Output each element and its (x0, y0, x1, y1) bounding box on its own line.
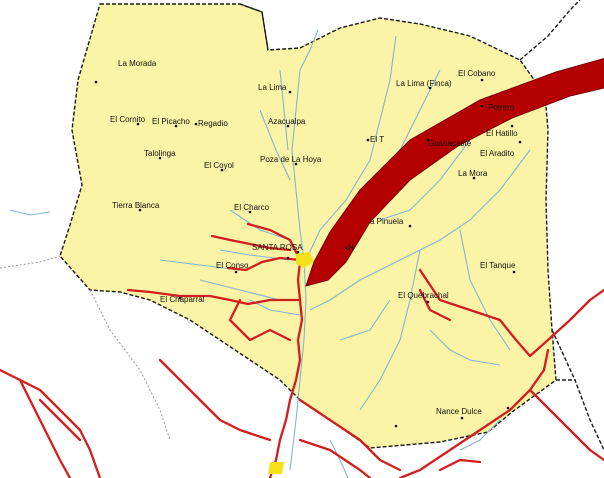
el-picacho-marker (174, 124, 178, 128)
guanacaste-marker (426, 138, 430, 142)
santa-rosa-tail-marker (344, 246, 348, 250)
tierra-blanca-marker (138, 208, 142, 212)
unlabeled-settlement-marker (506, 406, 510, 410)
santa-rosa-label: SANTA ROSA (252, 243, 303, 252)
santa-rosa-urban-area (296, 252, 314, 268)
talolinga-marker (158, 156, 162, 160)
el-t-label: El T (370, 135, 384, 144)
la-pinuela-label: a Pinuela (370, 217, 404, 226)
southern-urban-area (268, 462, 284, 474)
el-coyol-label: El Coyol (204, 161, 234, 170)
el-aradito-marker (518, 140, 522, 144)
el-t-marker (366, 138, 370, 142)
la-lima-finca-marker (428, 86, 432, 90)
potrero-marker (480, 104, 484, 108)
el-conso-label: El Conso (216, 261, 249, 270)
azacualpa-marker (286, 124, 290, 128)
el-hatillo-label: El Hatillo (486, 129, 518, 138)
talolinga-label: Talolinga (144, 149, 176, 158)
town-areas (268, 252, 314, 474)
potrero-label: Potrero (488, 103, 515, 112)
river-network (9, 29, 531, 478)
la-morada-marker (94, 80, 98, 84)
el-tanque-marker (512, 270, 516, 274)
tierra-blanca-label: Tierra Blanca (112, 201, 160, 210)
el-picacho-label: El Picacho (152, 117, 190, 126)
poza-de-la-hoya-label: Poza de La Hoya (260, 155, 322, 164)
el-charco-label: El Charco (234, 203, 270, 212)
unlabeled-settlement-marker (286, 256, 290, 260)
el-cornito-label: El Cornito (110, 115, 146, 124)
la-lima-marker (288, 90, 292, 94)
el-tanque-label: El Tanque (480, 261, 516, 270)
santa-rosa-marker (296, 250, 300, 254)
el-coyol-marker (220, 168, 224, 172)
el-aradito-label: El Aradito (480, 149, 515, 158)
nance-dulce-marker (460, 416, 464, 420)
el-cobano-label: El Cobano (458, 69, 496, 78)
regadio-marker (194, 122, 198, 126)
la-morada-label: La Morada (118, 59, 157, 68)
el-conso-marker (234, 270, 238, 274)
santa-rosa-tail-label: N (348, 243, 354, 252)
el-cornito-marker (136, 122, 140, 126)
regadio-label: Regadio (198, 119, 228, 128)
la-mora-label: La Mora (458, 169, 488, 178)
road-network (0, 222, 604, 478)
el-chaparral-label: El Chaparral (160, 295, 205, 304)
el-charco-marker (248, 210, 252, 214)
administrative-borders (239, 0, 604, 451)
la-pinuela-marker (408, 224, 412, 228)
la-lima-finca-label: La Lima (Finca) (396, 79, 452, 88)
location-arrow (305, 58, 604, 287)
place-labels: La Morada La Lima La Lima (Finca) El Cobano… (94, 59, 522, 428)
el-quebrachal-label: El Quebrachal (398, 291, 449, 300)
azacualpa-label: Azacualpa (268, 117, 306, 126)
department-borders (0, 255, 171, 441)
poza-de-la-hoya-marker (294, 162, 298, 166)
municipality-territory (59, 3, 557, 449)
nance-dulce-label: Nance Dulce (436, 407, 482, 416)
el-chaparral-marker (178, 296, 182, 300)
la-mora-marker (472, 176, 476, 180)
el-quebrachal-marker (426, 300, 430, 304)
guanacaste-label: Guanacaste (428, 139, 472, 148)
unlabeled-settlement-marker (394, 424, 398, 428)
la-lima-label: La Lima (258, 83, 287, 92)
el-hatillo-marker (510, 124, 514, 128)
el-cobano-marker (480, 78, 484, 82)
